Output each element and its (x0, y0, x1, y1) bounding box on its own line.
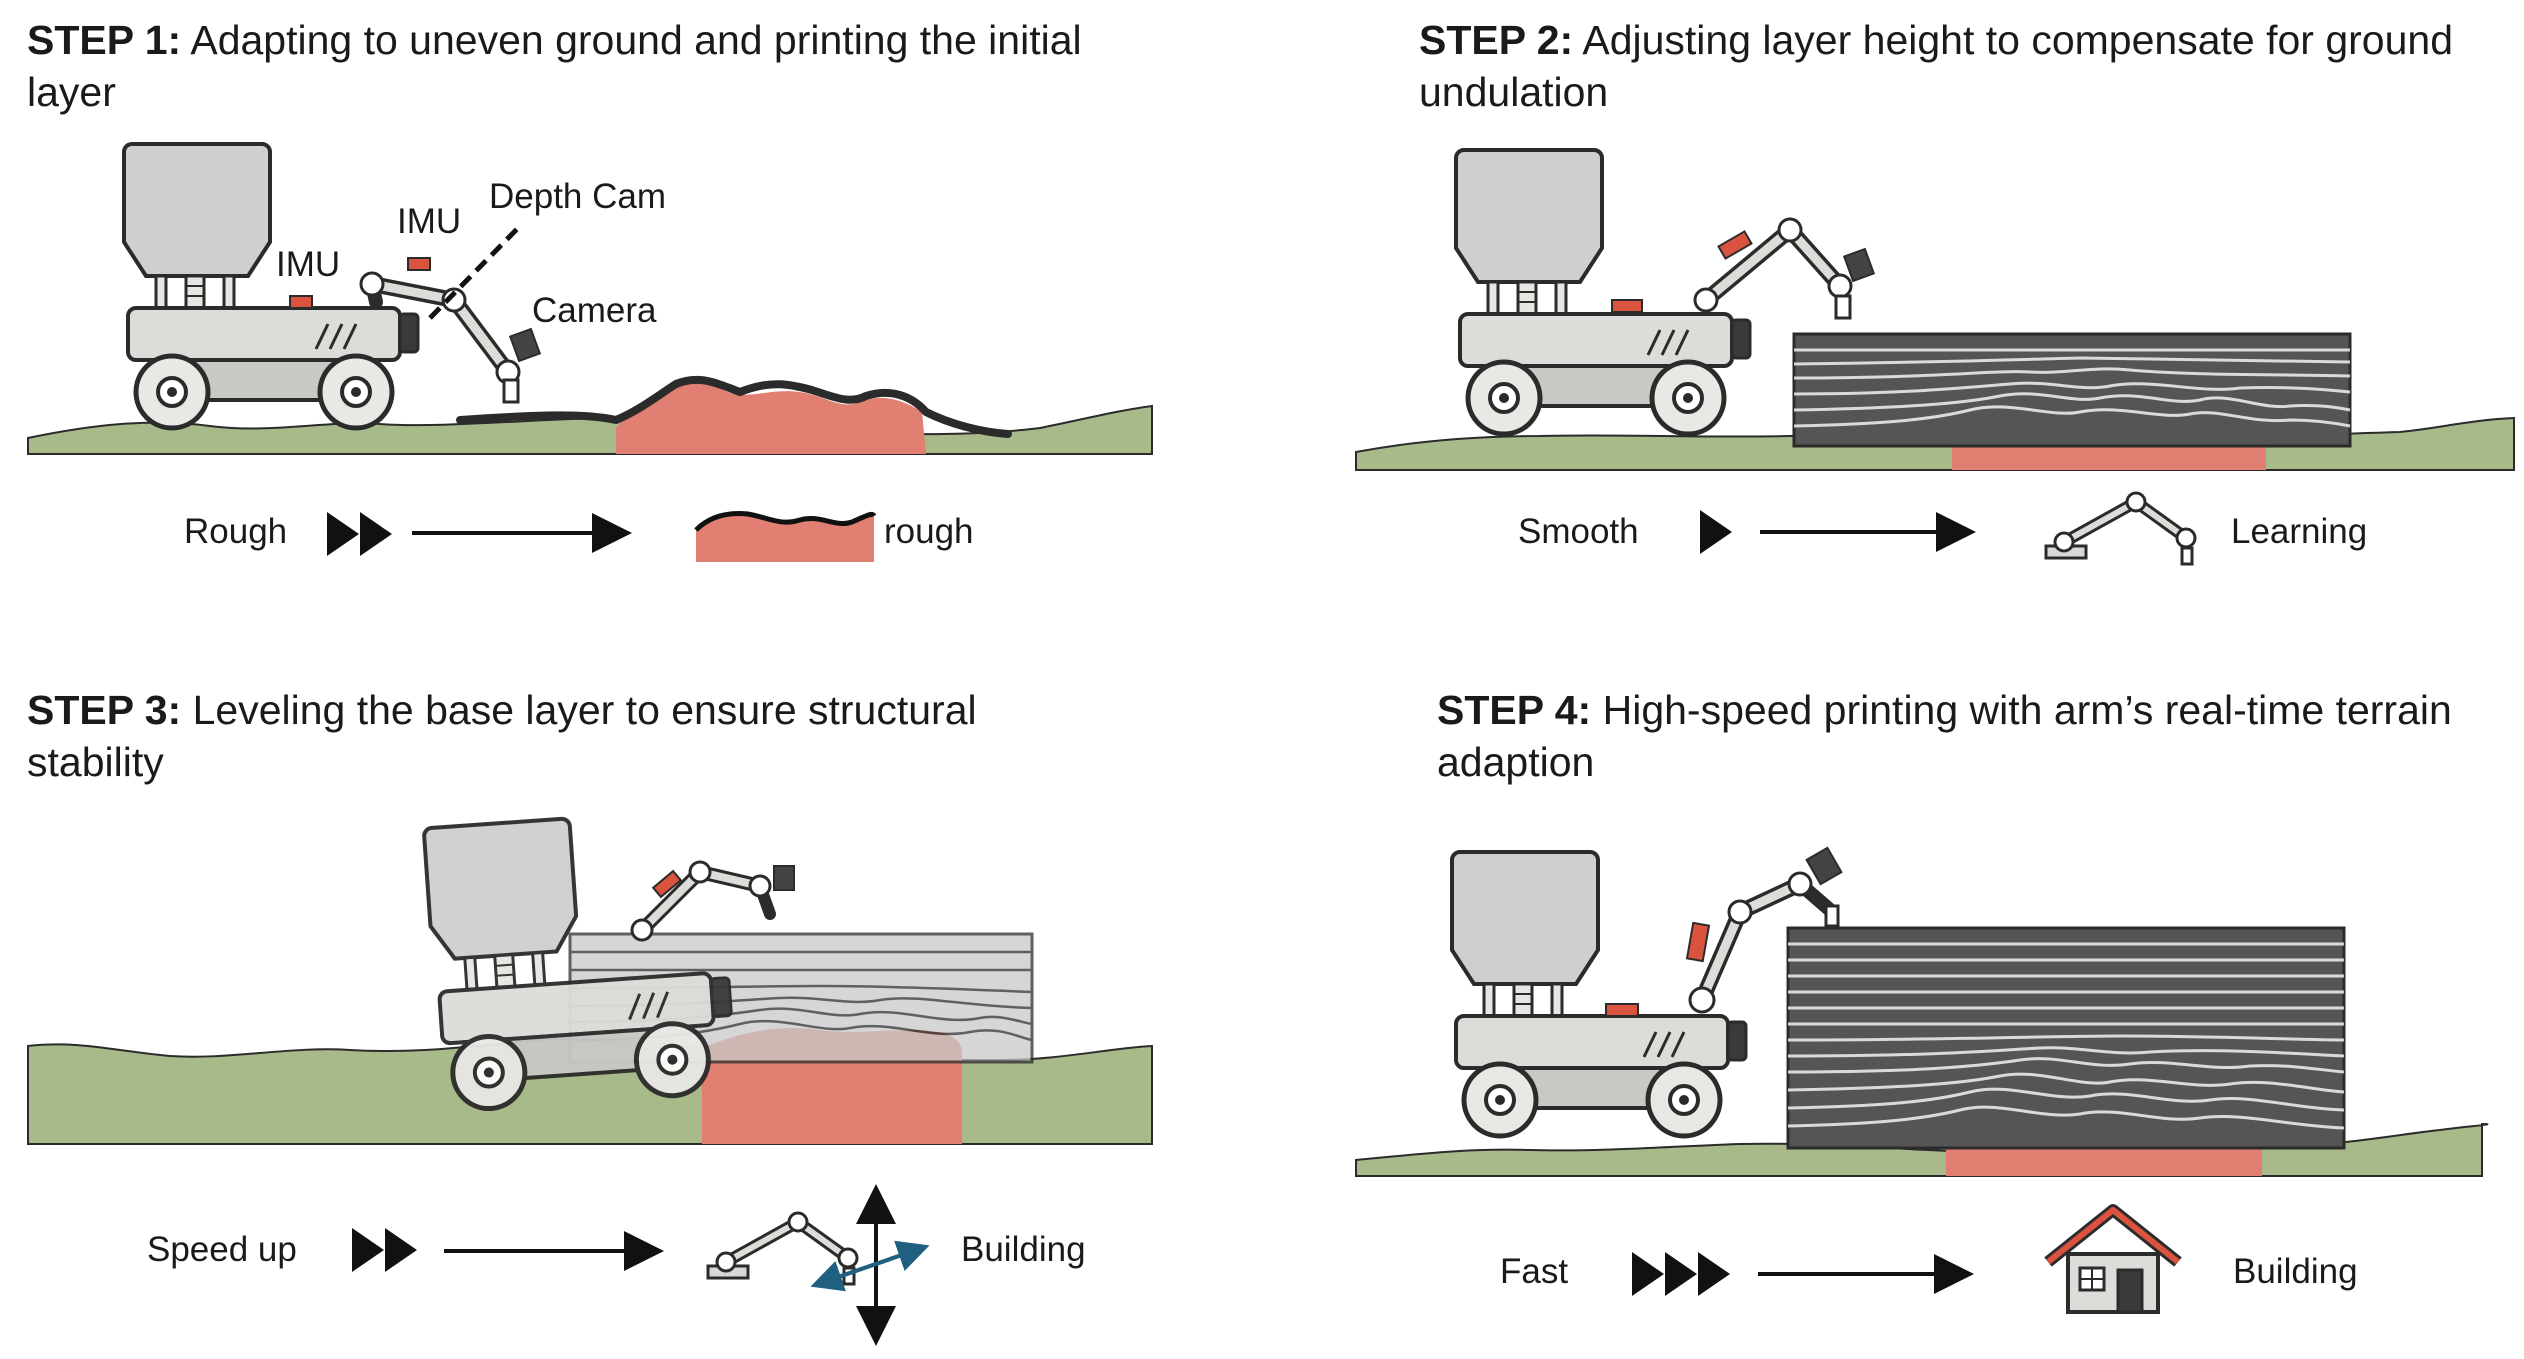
step4-text: High-speed printing with arm’s real-time… (1437, 687, 2452, 785)
step1-title: STEP 1: Adapting to uneven ground and pr… (27, 14, 1107, 118)
step3-mode-label: Speed up (147, 1230, 297, 1269)
step1-scene (27, 144, 1153, 455)
step2-result-label: Learning (2231, 512, 2368, 551)
step1-robot-arm (359, 271, 542, 404)
step2-title: STEP 2: Adjusting layer height to compen… (1419, 14, 2499, 118)
step2-mode-label: Smooth (1518, 512, 1639, 551)
step2-robot-arm-icon (2046, 493, 2195, 564)
step4-result-label: Building (2233, 1252, 2358, 1291)
step2-text: Adjusting layer height to compensate for… (1419, 17, 2453, 115)
step3-speed-icon (352, 1228, 417, 1272)
imu-sensor-2 (407, 257, 431, 271)
step1-first-layer (456, 375, 1012, 438)
step4-mode-label: Fast (1500, 1252, 1569, 1291)
step1-mode-label: Rough (184, 512, 288, 551)
step1-speed-icon (327, 512, 392, 556)
step4-speed-icon (1632, 1252, 1730, 1296)
step3-scene (27, 808, 1153, 1145)
imu-sensor-1 (289, 295, 313, 309)
step2-speed-icon (1700, 510, 1732, 554)
step1-rough-surface-icon (694, 511, 877, 562)
step3-robot-arm-axes-icon (708, 1184, 930, 1346)
step2-printed-wall (1792, 332, 2352, 448)
step3-result-label: Building (961, 1230, 1086, 1269)
step3-robot-arm (630, 860, 795, 942)
step4-house-icon (2044, 1204, 2182, 1314)
step4-title: STEP 4: High-speed printing with arm’s r… (1437, 684, 2507, 788)
step1-result-label: rough (884, 512, 974, 551)
step3-legend (352, 1184, 930, 1346)
step2-robot-arm (1611, 217, 1876, 320)
step1-text: Adapting to uneven ground and printing t… (27, 17, 1082, 115)
step4-robot-arm (1605, 846, 1843, 1017)
step3-title: STEP 3: Leveling the base layer to ensur… (27, 684, 1107, 788)
step2-legend (1700, 493, 2195, 564)
imu-label-1: IMU (276, 245, 341, 284)
step1-legend (327, 511, 877, 562)
imu-label-2: IMU (397, 202, 462, 241)
step3-text: Leveling the base layer to ensure struct… (27, 687, 977, 785)
step1-number: STEP 1: (27, 17, 182, 63)
step1-rough-patch (616, 382, 926, 454)
camera-label: Camera (532, 291, 657, 330)
step2-scene (1355, 150, 2515, 471)
step4-printed-wall (1786, 926, 2346, 1150)
step4-scene (1355, 846, 2489, 1177)
step2-number: STEP 2: (1419, 17, 1574, 63)
step4-number: STEP 4: (1437, 687, 1592, 733)
step3-number: STEP 3: (27, 687, 182, 733)
step4-legend (1632, 1204, 2182, 1314)
depth-cam-label: Depth Cam (489, 177, 667, 216)
